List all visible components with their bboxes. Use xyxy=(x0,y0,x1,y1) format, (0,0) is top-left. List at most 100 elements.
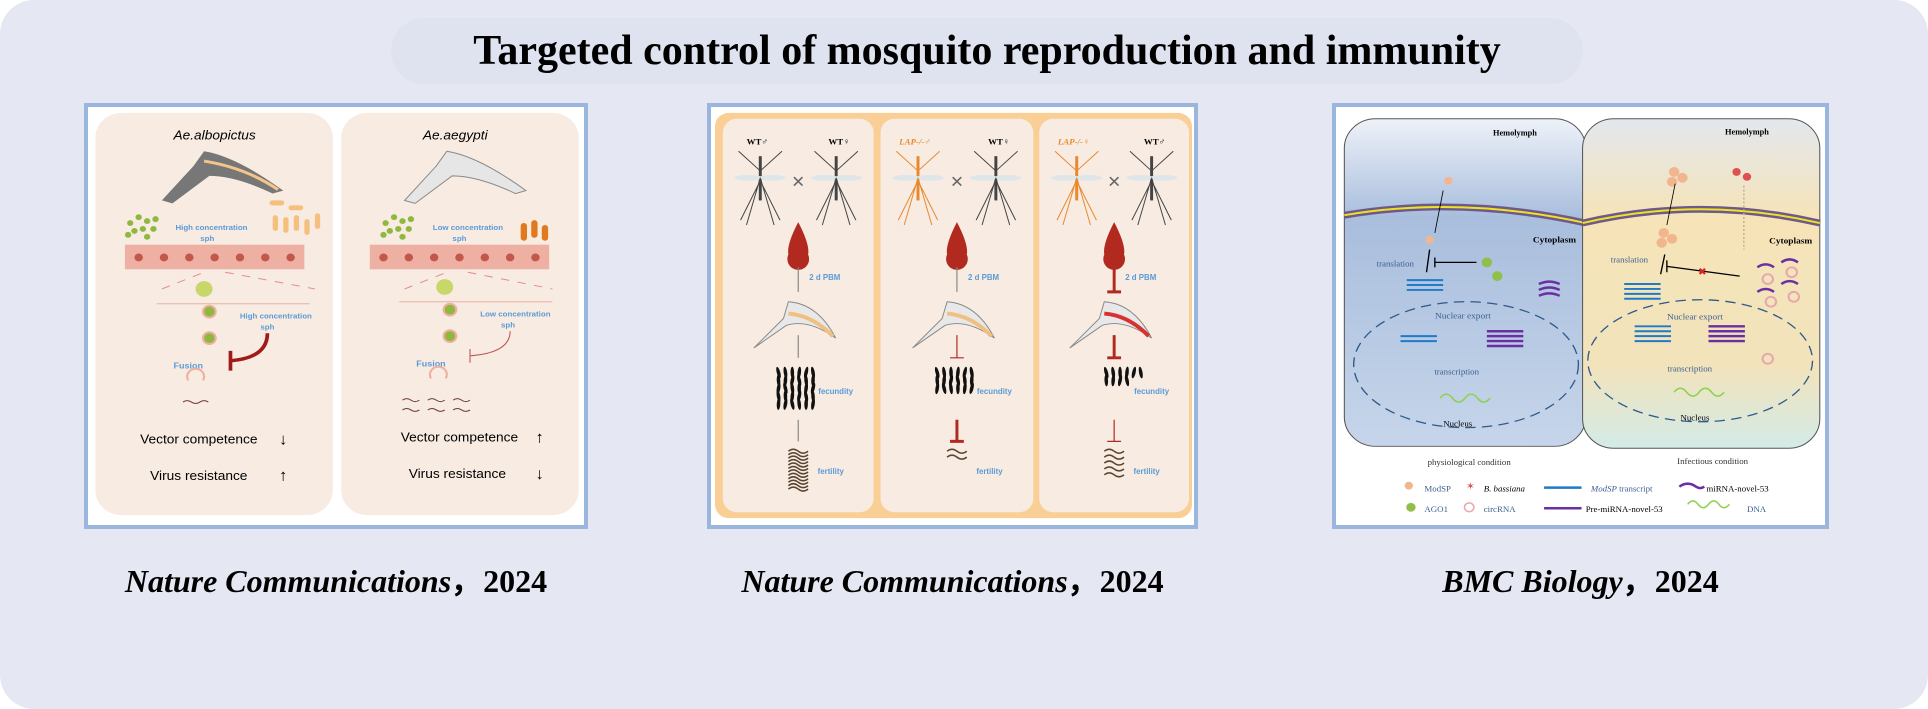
nucleus-label: Nucleus xyxy=(1443,419,1473,429)
blood-meal-icon xyxy=(1103,222,1125,270)
cross-icon: × xyxy=(792,169,805,194)
larvae-icon xyxy=(1103,448,1125,478)
legend-circrna: circRNA xyxy=(1484,504,1517,514)
condition-label: physiological condition xyxy=(1428,457,1512,467)
midgut-cells xyxy=(124,244,305,270)
fecundity-label: fecundity xyxy=(818,387,854,396)
inhibition-icon xyxy=(228,333,270,371)
fecundity-label: fecundity xyxy=(977,387,1013,396)
parent-b-label: WT♂ xyxy=(1144,136,1165,146)
arrow-up-icon: ↑ xyxy=(535,429,543,446)
inhibition-icon xyxy=(469,331,511,363)
mosquito-side-icon xyxy=(1069,301,1153,349)
species-label: Ae.aegypti xyxy=(422,128,489,142)
arrow-down-icon: ↓ xyxy=(279,431,287,448)
b-bassiana-icon: ✶ xyxy=(1466,482,1475,493)
virus-rna-icon xyxy=(402,398,471,412)
virus-particles-icon xyxy=(124,214,159,240)
cell-physiological: Hemolymph Cytoplasm translation Nuclear … xyxy=(1343,118,1587,467)
fecundity-label: fecundity xyxy=(1134,387,1170,396)
virus-particles-icon xyxy=(380,214,415,240)
legend-dna: DNA xyxy=(1747,504,1767,514)
pbm-label: 2 d PBM xyxy=(1125,273,1156,282)
legend-b-bassiana: B. bassiana xyxy=(1484,484,1525,494)
cross-column: WT♂ WT♀ × 2 d PBM fecundity fertility xyxy=(722,118,874,513)
concentration-label: Low concentration xyxy=(480,310,551,319)
pbm-label: 2 d PBM xyxy=(809,273,840,282)
subpanel-albopictus: Ae.albopictus High concentration sph Hig… xyxy=(95,112,333,516)
figure-panel-lap: WT♂ WT♀ × 2 d PBM fecundity fertility LAP-/-♂ W… xyxy=(707,103,1198,529)
legend-mirna: miRNA-novel-53 xyxy=(1706,484,1768,494)
arrow-up-icon: ↑ xyxy=(279,467,287,484)
eggs-icon xyxy=(776,366,816,410)
hemolymph-label: Hemolymph xyxy=(1725,128,1769,137)
cell-infectious: Hemolymph Cytoplasm translation ✖ Nuclea… xyxy=(1581,118,1821,466)
nucleus-label: Nucleus xyxy=(1680,413,1710,423)
mosquito-icon xyxy=(810,150,862,226)
cytoplasm-label: Cytoplasm xyxy=(1533,235,1577,245)
bacteria-icon xyxy=(269,200,321,235)
concentration-label: High concentration xyxy=(240,312,312,321)
vector-competence-label: Vector competence xyxy=(140,432,257,446)
transcription-label: transcription xyxy=(1434,367,1479,377)
nuclear-export-label: Nuclear export xyxy=(1667,312,1723,322)
parent-a-label: LAP-/-♂ xyxy=(898,136,931,146)
fertility-label: fertility xyxy=(818,467,845,476)
virus-resistance-label: Virus resistance xyxy=(409,466,506,480)
eggs-icon xyxy=(934,366,974,395)
legend-pre-mirna: Pre-miRNA-novel-53 xyxy=(1586,504,1663,514)
legend-modsp: ModSP xyxy=(1424,484,1451,494)
modsp-icon xyxy=(1404,481,1413,490)
figure-panel-modsp: Hemolymph Cytoplasm translation Nuclear … xyxy=(1332,103,1829,529)
cross-column: LAP-/-♀ WT♂ × 2 d PBM fecundity fertility xyxy=(1039,118,1190,513)
concentration-label: High concentration xyxy=(175,223,247,232)
page-title: Targeted control of mosquito reproductio… xyxy=(391,18,1583,84)
parent-a-label: WT♂ xyxy=(747,136,768,146)
legend-ago1: AGO1 xyxy=(1424,504,1448,514)
virus-resistance-label: Virus resistance xyxy=(150,468,247,482)
caption-1: Nature Communications，2024 xyxy=(124,563,548,599)
mosquito-icon xyxy=(734,150,786,226)
sph-label: sph xyxy=(452,234,466,243)
mosquito-icon xyxy=(970,150,1022,226)
mosquito-icon xyxy=(1051,150,1103,226)
condition-label: Infectious condition xyxy=(1677,456,1749,466)
caption-2: Nature Communications，2024 xyxy=(741,563,1164,599)
mosquito-side-icon xyxy=(753,301,837,349)
circrna-icon xyxy=(1463,502,1475,513)
mosquito-side-icon xyxy=(912,301,995,349)
mosquito-icon xyxy=(892,150,944,226)
mosquito-icon xyxy=(403,150,528,204)
larvae-icon xyxy=(946,448,968,460)
species-label: Ae.albopictus xyxy=(172,128,256,142)
legend: ModSP ✶ B. bassiana ModSP transcript miR… xyxy=(1404,481,1769,514)
parent-a-label: LAP-/-♀ xyxy=(1057,136,1090,146)
mosquito-icon xyxy=(1125,150,1178,226)
fusion-label: Fusion xyxy=(416,359,445,369)
ago1-icon xyxy=(1406,502,1416,512)
vector-competence-label: Vector competence xyxy=(401,430,518,444)
midgut-cells xyxy=(369,244,550,270)
fertility-label: fertility xyxy=(1134,467,1161,476)
cross-icon: × xyxy=(951,169,964,194)
parent-b-label: WT♀ xyxy=(828,136,849,146)
nuclear-export-label: Nuclear export xyxy=(1435,311,1491,321)
pbm-label: 2 d PBM xyxy=(968,273,999,282)
cross-icon: × xyxy=(1108,169,1121,194)
blood-meal-icon xyxy=(787,222,810,270)
fusion-label: Fusion xyxy=(174,361,203,371)
cytoplasm-label: Cytoplasm xyxy=(1769,236,1813,246)
blood-meal-icon xyxy=(946,222,968,270)
arrow-down-icon: ↓ xyxy=(535,465,543,482)
bacteria-icon xyxy=(520,220,549,241)
blocked-icon: ✖ xyxy=(1698,267,1707,278)
concentration-label: Low concentration xyxy=(433,223,504,232)
b-bassiana-icon xyxy=(1732,167,1752,181)
translation-label: translation xyxy=(1611,255,1649,265)
sph-label: sph xyxy=(501,321,515,330)
figure-panel-sphingolipid: Ae.albopictus High concentration sph Hig… xyxy=(84,103,588,529)
sph-label: sph xyxy=(200,234,214,243)
larvae-icon xyxy=(787,448,809,492)
subpanel-aegypti: Ae.aegypti Low concentration sph Low con… xyxy=(341,112,579,516)
